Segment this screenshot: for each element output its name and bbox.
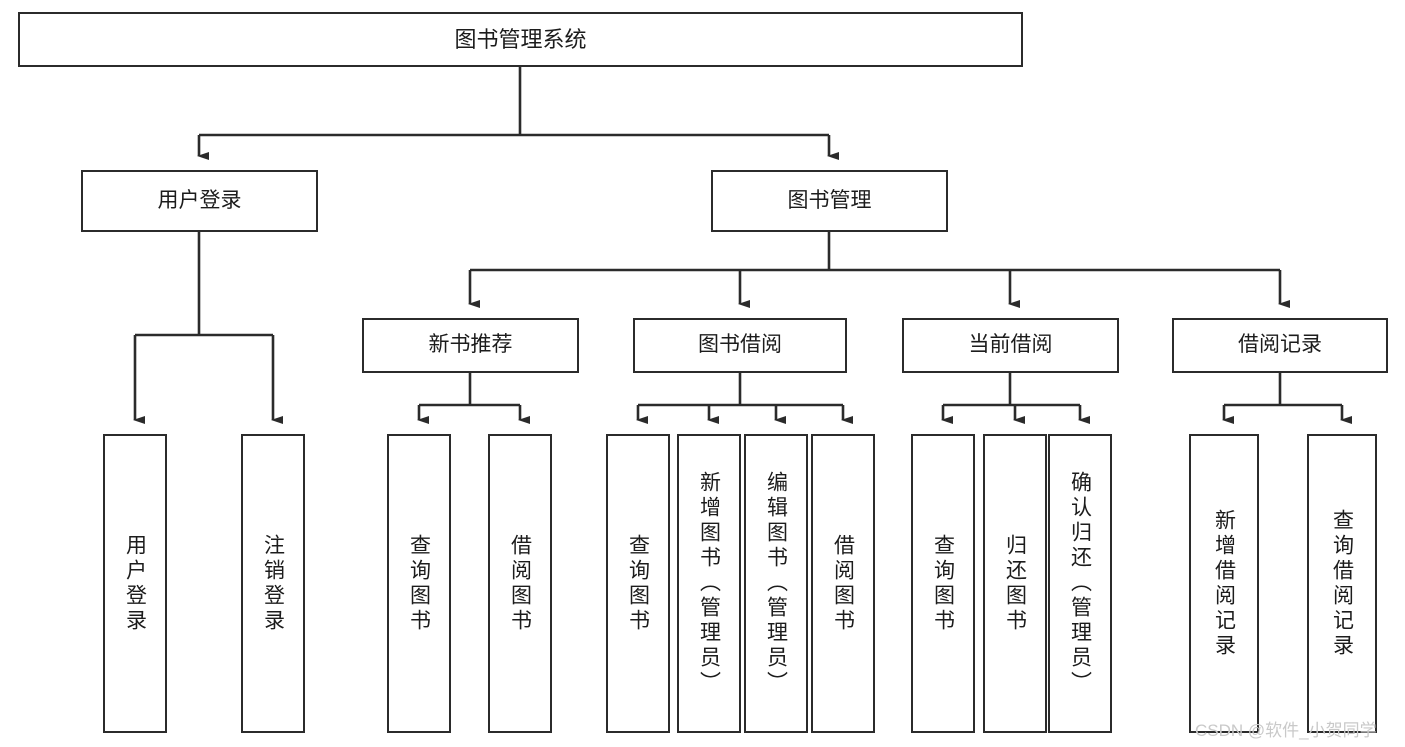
leaf-node-11[interactable]: 确认归还（管理员） xyxy=(1048,434,1112,733)
leaf-node-6[interactable]: 新增图书（管理员） xyxy=(677,434,741,733)
leaf-node-10[interactable]: 归还图书 xyxy=(983,434,1047,733)
level3-node-4-label: 借阅记录 xyxy=(1238,333,1322,357)
root-node-book-management-system-label: 图书管理系统 xyxy=(454,26,587,52)
leaf-node-13-label: 查询借阅记录 xyxy=(1330,508,1354,659)
root-node-book-management-system[interactable]: 图书管理系统 xyxy=(18,12,1023,67)
level3-node-2-label: 图书借阅 xyxy=(698,333,782,357)
level3-node-1-label: 新书推荐 xyxy=(428,333,513,357)
level2-node-2-label: 图书管理 xyxy=(787,188,872,212)
leaf-node-3-label: 查询图书 xyxy=(407,533,431,634)
leaf-node-10-label: 归还图书 xyxy=(1003,533,1027,634)
leaf-node-4[interactable]: 借阅图书 xyxy=(488,434,552,733)
leaf-node-9[interactable]: 查询图书 xyxy=(911,434,975,733)
leaf-node-3[interactable]: 查询图书 xyxy=(387,434,451,733)
level3-node-3[interactable]: 当前借阅 xyxy=(902,318,1119,373)
leaf-node-7[interactable]: 编辑图书（管理员） xyxy=(744,434,808,733)
leaf-node-4-label: 借阅图书 xyxy=(508,533,532,634)
leaf-node-11-label: 确认归还（管理员） xyxy=(1068,471,1092,696)
leaf-node-2[interactable]: 注销登录 xyxy=(241,434,305,733)
level3-node-2[interactable]: 图书借阅 xyxy=(633,318,847,373)
level3-node-4[interactable]: 借阅记录 xyxy=(1172,318,1388,373)
level2-node-1-label: 用户登录 xyxy=(157,188,242,212)
level3-node-3-label: 当前借阅 xyxy=(968,333,1053,357)
leaf-node-13[interactable]: 查询借阅记录 xyxy=(1307,434,1377,733)
leaf-node-2-label: 注销登录 xyxy=(261,533,285,634)
leaf-node-5-label: 查询图书 xyxy=(626,533,650,634)
level3-node-1[interactable]: 新书推荐 xyxy=(362,318,579,373)
leaf-node-5[interactable]: 查询图书 xyxy=(606,434,670,733)
leaf-node-12[interactable]: 新增借阅记录 xyxy=(1189,434,1259,733)
leaf-node-12-label: 新增借阅记录 xyxy=(1212,508,1236,659)
leaf-node-6-label: 新增图书（管理员） xyxy=(697,471,721,696)
leaf-node-1[interactable]: 用户登录 xyxy=(103,434,167,733)
level2-node-2[interactable]: 图书管理 xyxy=(711,170,948,232)
leaf-node-8[interactable]: 借阅图书 xyxy=(811,434,875,733)
leaf-node-7-label: 编辑图书（管理员） xyxy=(764,471,788,696)
leaf-node-9-label: 查询图书 xyxy=(931,533,955,634)
leaf-node-8-label: 借阅图书 xyxy=(831,533,855,634)
leaf-node-1-label: 用户登录 xyxy=(123,533,147,634)
level2-node-1[interactable]: 用户登录 xyxy=(81,170,318,232)
